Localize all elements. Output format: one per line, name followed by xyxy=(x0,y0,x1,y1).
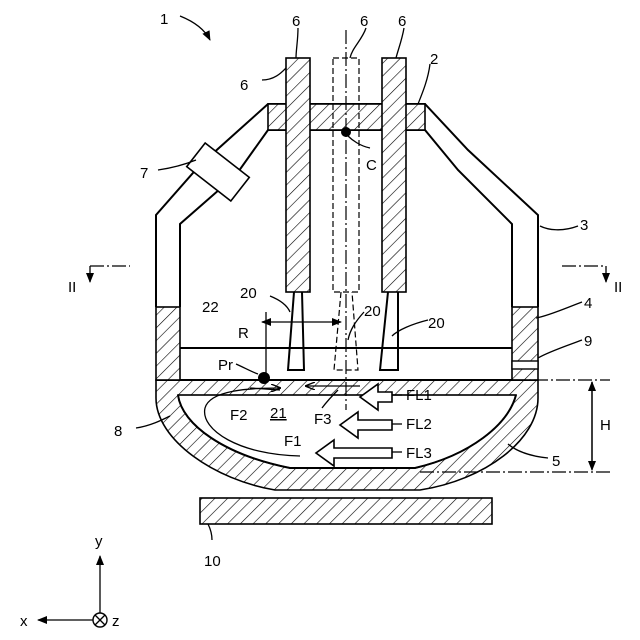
base-plate xyxy=(200,498,492,524)
center-point xyxy=(341,127,351,137)
label-section-right: II xyxy=(614,279,622,296)
label-axis-x: x xyxy=(20,613,28,630)
label-axis-y: y xyxy=(95,533,103,550)
label-height: H xyxy=(600,417,611,434)
label-radius: R xyxy=(238,325,249,342)
label-arc-c: 20 xyxy=(428,315,445,332)
label-base: 10 xyxy=(204,553,221,570)
label-flow1: F1 xyxy=(284,433,302,450)
label-liner: 8 xyxy=(114,423,122,440)
label-lower-wall: 4 xyxy=(584,295,592,312)
label-furnace: 1 xyxy=(160,11,168,28)
label-center: C xyxy=(366,157,377,174)
label-point: Pr xyxy=(218,357,233,374)
electrode-right xyxy=(382,58,406,292)
label-arc-a: 20 xyxy=(240,285,257,302)
tap-hole xyxy=(512,361,538,369)
label-electrode-a: 6 xyxy=(240,77,248,94)
lance-arrow-3 xyxy=(316,440,392,466)
label-tap-hole: 9 xyxy=(584,333,592,350)
lower-wall-left xyxy=(156,307,180,380)
label-roof: 2 xyxy=(430,51,438,68)
arc-right xyxy=(380,292,398,370)
burner xyxy=(187,143,250,201)
point-pr xyxy=(258,372,270,384)
label-axis-z: z xyxy=(112,613,120,630)
label-electrode-b: 6 xyxy=(292,13,300,30)
label-flow-lance2: FL2 xyxy=(406,416,432,433)
bottom-shell xyxy=(156,380,538,490)
label-electrode-d: 6 xyxy=(398,13,406,30)
label-section-left: II xyxy=(68,279,76,296)
label-molten: 21 xyxy=(270,405,287,422)
arc-left xyxy=(288,292,304,370)
electrode-left xyxy=(286,58,310,292)
axis-z-symbol xyxy=(93,613,107,627)
label-side-wall: 3 xyxy=(580,217,588,234)
lance-arrow-2 xyxy=(340,412,392,438)
label-flow2: F2 xyxy=(230,407,248,424)
label-slag: 22 xyxy=(202,299,219,316)
label-burner: 7 xyxy=(140,165,148,182)
label-flow-lance1: FL1 xyxy=(406,387,432,404)
label-electrode-c: 6 xyxy=(360,13,368,30)
label-flow3: F3 xyxy=(314,411,332,428)
label-bottom: 5 xyxy=(552,453,560,470)
label-arc-b: 20 xyxy=(364,303,381,320)
label-flow-lance3: FL3 xyxy=(406,445,432,462)
